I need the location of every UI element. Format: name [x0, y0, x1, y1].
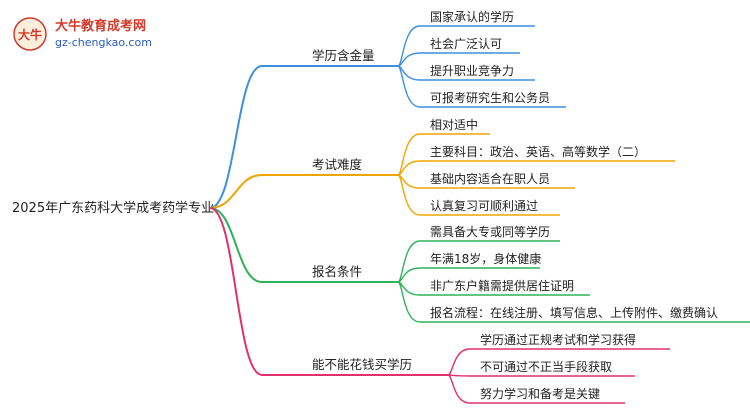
logo-url: gz-chengkao.com	[55, 36, 152, 49]
child-connector	[397, 174, 560, 216]
child-connector	[397, 267, 540, 283]
branch-connector	[209, 207, 448, 376]
child-connector	[447, 348, 670, 376]
logo-name: 大牛教育成考网	[55, 18, 146, 34]
child-topic: 可报考研究生和公务员	[430, 90, 550, 105]
branch-topic: 报名条件	[312, 264, 362, 279]
child-connector	[447, 374, 625, 404]
child-topic: 国家承认的学历	[430, 9, 514, 24]
child-topic: 非广东户籍需提供居住证明	[430, 278, 574, 293]
child-topic: 相对适中	[430, 117, 478, 132]
child-connector	[397, 65, 566, 108]
root-topic: 2025年广东药科大学成考药学专业	[12, 200, 214, 216]
logo-badge-icon	[13, 17, 47, 51]
connector-lines	[209, 25, 750, 404]
child-topic: 学历通过正规考试和学习获得	[480, 332, 636, 347]
child-topic: 年满18岁，身体健康	[430, 251, 541, 266]
child-topic: 主要科目：政治、英语、高等数学（二）	[430, 144, 646, 159]
child-connector	[397, 281, 750, 323]
child-connector	[397, 25, 535, 67]
child-topic: 报名流程：在线注册、填写信息、上传附件、缴费确认	[430, 305, 718, 320]
branch-topic: 学历含金量	[312, 48, 375, 63]
branch-topic: 考试难度	[312, 157, 363, 172]
child-topic: 不可通过不正当手段获取	[480, 359, 612, 374]
child-connector	[397, 52, 520, 67]
child-topic: 提升职业竞争力	[430, 63, 514, 78]
branch-connector	[209, 65, 398, 209]
child-connector	[397, 240, 560, 283]
child-topic: 认真复习可顺利通过	[430, 199, 538, 213]
branch-connector	[209, 174, 398, 209]
child-connector	[397, 160, 675, 176]
branch-connector	[209, 207, 398, 283]
child-connector	[447, 374, 635, 377]
child-topic: 努力学习和备考是关键	[480, 386, 600, 401]
logo-badge-text: 大牛	[18, 27, 42, 42]
child-topic: 需具备大专或同等学历	[430, 224, 550, 239]
site-logo: 大牛 大牛教育成考网 gz-chengkao.com	[13, 17, 152, 51]
child-connector	[397, 133, 490, 176]
child-topic: 社会广泛认可	[430, 36, 502, 51]
branch-topic: 能不能花钱买学历	[312, 357, 412, 372]
child-topic: 基础内容适合在职人员	[430, 171, 550, 186]
